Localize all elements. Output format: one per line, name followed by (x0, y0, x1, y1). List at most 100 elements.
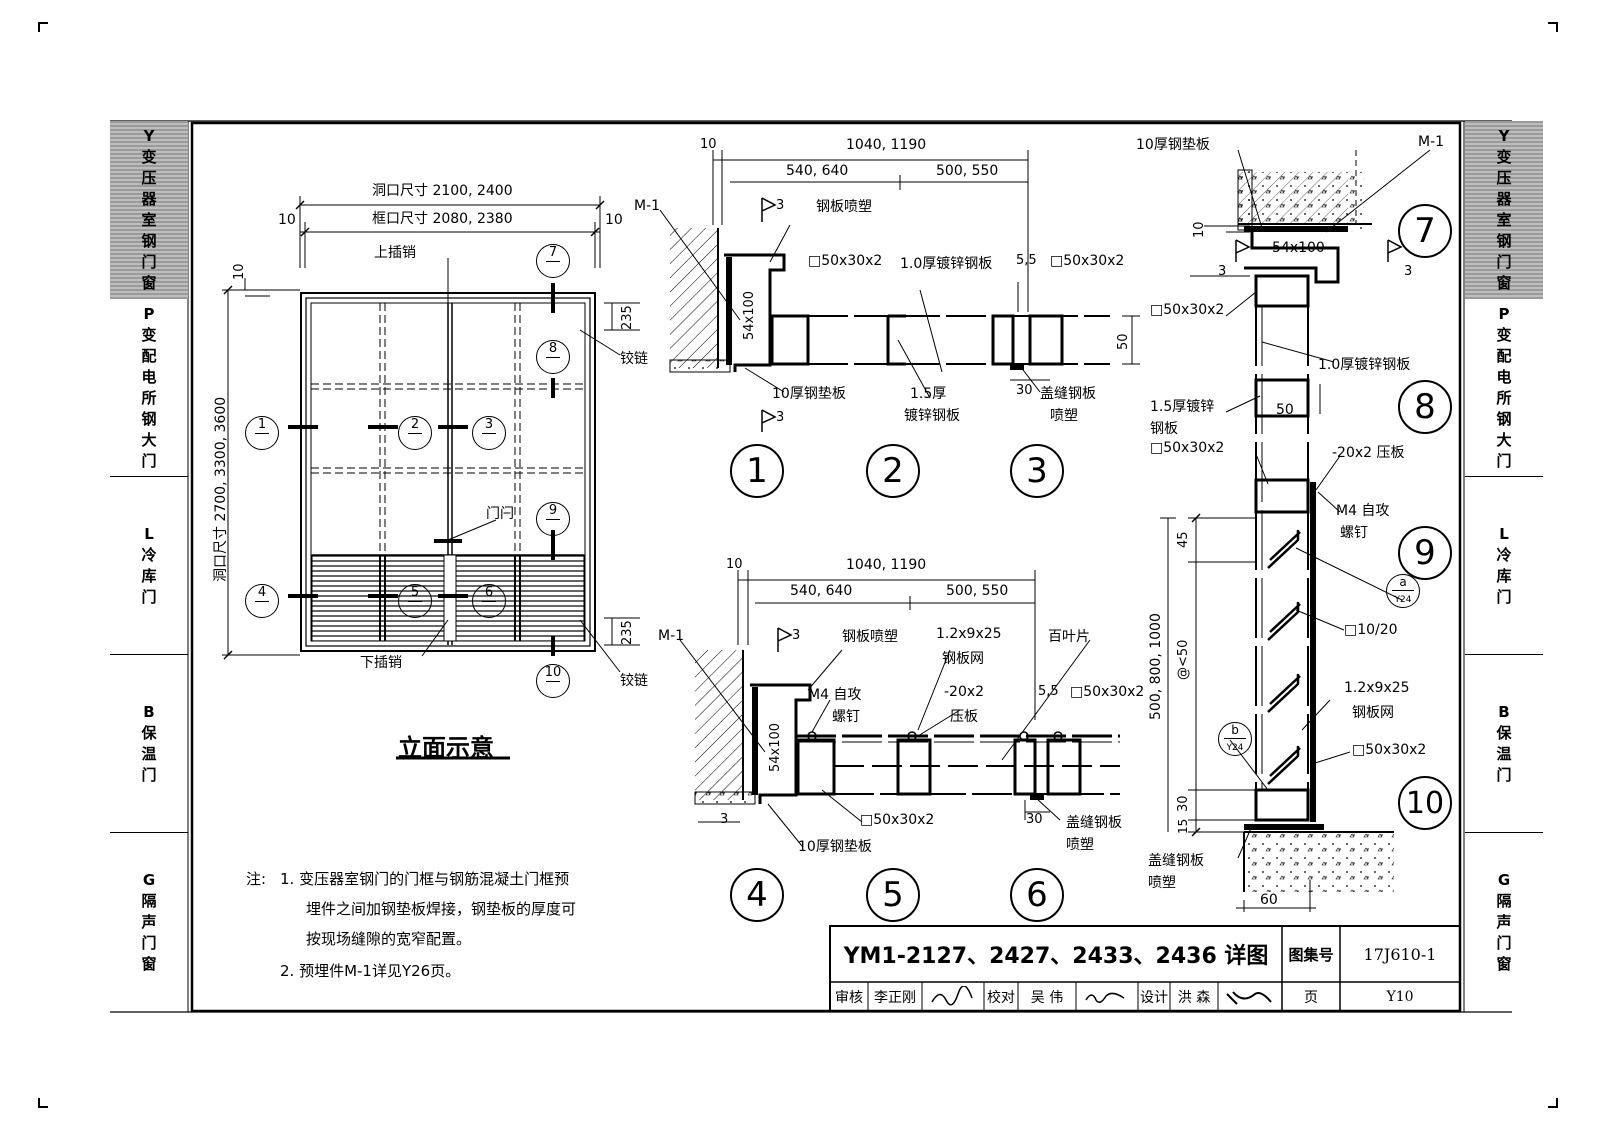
st-dim-left: 540, 640 (786, 163, 849, 179)
marker-9[interactable]: 9 (536, 502, 570, 536)
st-galv-15b: 镀锌钢板 (904, 408, 960, 424)
design-label: 设计 (1140, 990, 1168, 1006)
crop-mark-tl (38, 22, 48, 32)
sr-dim-height: 500, 800, 1000 (1148, 613, 1164, 720)
elev-margin-left: 10 (278, 212, 296, 228)
st-gap: 5,5 (1016, 253, 1037, 268)
st-pad: 10厚钢垫板 (772, 386, 846, 402)
sr-dim-15: 15 (1176, 818, 1190, 834)
sr-tube-top: □50x30x2 (1150, 302, 1225, 318)
st-m1: M-1 (634, 198, 661, 214)
marker-10[interactable]: 10 (536, 664, 570, 698)
notes-prefix: 注: (246, 870, 267, 888)
st-cover-b: 喷塑 (1050, 408, 1078, 424)
elevation-title: 立面示意 (398, 734, 494, 762)
marker-6[interactable]: 6 (472, 584, 506, 618)
section-number-9[interactable]: 9 (1398, 526, 1452, 580)
sr-mesh-a: 1.2x9x25 (1344, 680, 1410, 696)
marker-1[interactable]: 1 (245, 416, 279, 450)
section-number-10[interactable]: 10 (1398, 776, 1452, 830)
elev-hinge-top: 铰链 (620, 351, 648, 367)
sb-louver: 百叶片 (1048, 629, 1090, 645)
sr-tube-mid: □50x30x2 (1150, 440, 1225, 456)
sb-spray: 钢板喷塑 (842, 629, 898, 645)
drawing-border (190, 121, 1462, 1013)
marker-2[interactable]: 2 (398, 416, 432, 450)
sr-dim-50: 50 (1276, 402, 1294, 418)
section-number-6[interactable]: 6 (1010, 868, 1064, 922)
reviewer-signature (922, 983, 984, 1011)
sb-dim-30: 30 (1026, 812, 1043, 827)
st-spray: 钢板喷塑 (816, 199, 872, 215)
sb-mesh-b: 钢板网 (942, 651, 984, 667)
sb-dim-10: 10 (726, 557, 743, 572)
sr-galv-15b: 钢板 (1150, 421, 1178, 437)
marker-3[interactable]: 3 (472, 416, 506, 450)
st-cover-a: 盖缝钢板 (1040, 386, 1096, 402)
st-galv-15a: 1.5厚 (910, 386, 947, 402)
notes-line-4: 2. 预埋件M-1详见Y26页。 (280, 962, 461, 980)
sr-size: 54x100 (1272, 240, 1325, 256)
section-number-4[interactable]: 4 (730, 868, 784, 922)
elev-hinge-bottom: 铰链 (620, 673, 648, 689)
sr-pad: 10厚钢垫板 (1136, 137, 1210, 153)
section-number-3[interactable]: 3 (1010, 444, 1064, 498)
sr-dim-60: 60 (1260, 892, 1278, 908)
sb-plate-b: 压板 (950, 709, 978, 725)
crop-mark-br (1548, 1098, 1558, 1108)
st-tube-left: □50x30x2 (808, 253, 883, 269)
elev-dim-235-top: 235 (620, 305, 635, 330)
sr-weld-right: 3 (1404, 264, 1413, 279)
st-weld-top: 3 (776, 198, 785, 213)
sr-dim-10: 10 (1192, 221, 1207, 238)
review-label: 审核 (835, 990, 863, 1006)
elev-margin-right: 10 (605, 212, 623, 228)
page-number: Y10 (1386, 989, 1414, 1005)
sb-weld-bottom: 3 (720, 812, 729, 827)
section-top (659, 150, 1140, 432)
atlas-label: 图集号 (1288, 945, 1334, 964)
sr-galv-10: 1.0厚镀锌钢板 (1318, 357, 1411, 373)
designer-name: 洪 森 (1177, 990, 1211, 1006)
elev-top-bolt: 上插销 (374, 245, 416, 261)
section-number-2[interactable]: 2 (866, 444, 920, 498)
st-dim-10: 10 (700, 137, 717, 152)
sb-screw-a: M4 自攻 (808, 687, 862, 703)
elev-latch: 门闩 (486, 506, 514, 522)
section-number-5[interactable]: 5 (866, 868, 920, 922)
section-number-8[interactable]: 8 (1398, 380, 1452, 434)
st-dim-total: 1040, 1190 (846, 137, 927, 153)
sb-dim-left: 540, 640 (790, 583, 853, 599)
check-label: 校对 (987, 990, 1015, 1006)
marker-4[interactable]: 4 (245, 584, 279, 618)
sb-plate-a: -20x2 (944, 684, 985, 700)
section-bottom (679, 570, 1120, 847)
marker-8[interactable]: 8 (536, 340, 570, 374)
sb-weld-top: 3 (792, 628, 801, 643)
elev-bottom-bolt: 下插销 (360, 655, 402, 671)
sb-mesh-a: 1.2x9x25 (936, 626, 1002, 642)
marker-5[interactable]: 5 (398, 584, 432, 618)
sb-gap: 5,5 (1038, 684, 1059, 699)
section-number-1[interactable]: 1 (730, 444, 784, 498)
sb-dim-right: 500, 550 (946, 583, 1009, 599)
sb-dim-total: 1040, 1190 (846, 557, 927, 573)
reviewer-name: 李正刚 (874, 990, 916, 1006)
section-number-7[interactable]: 7 (1398, 204, 1452, 258)
notes-line-2: 埋件之间加钢垫板焊接，钢垫板的厚度可 (306, 900, 577, 918)
marker-7[interactable]: 7 (536, 244, 570, 278)
checker-signature (1076, 983, 1138, 1011)
